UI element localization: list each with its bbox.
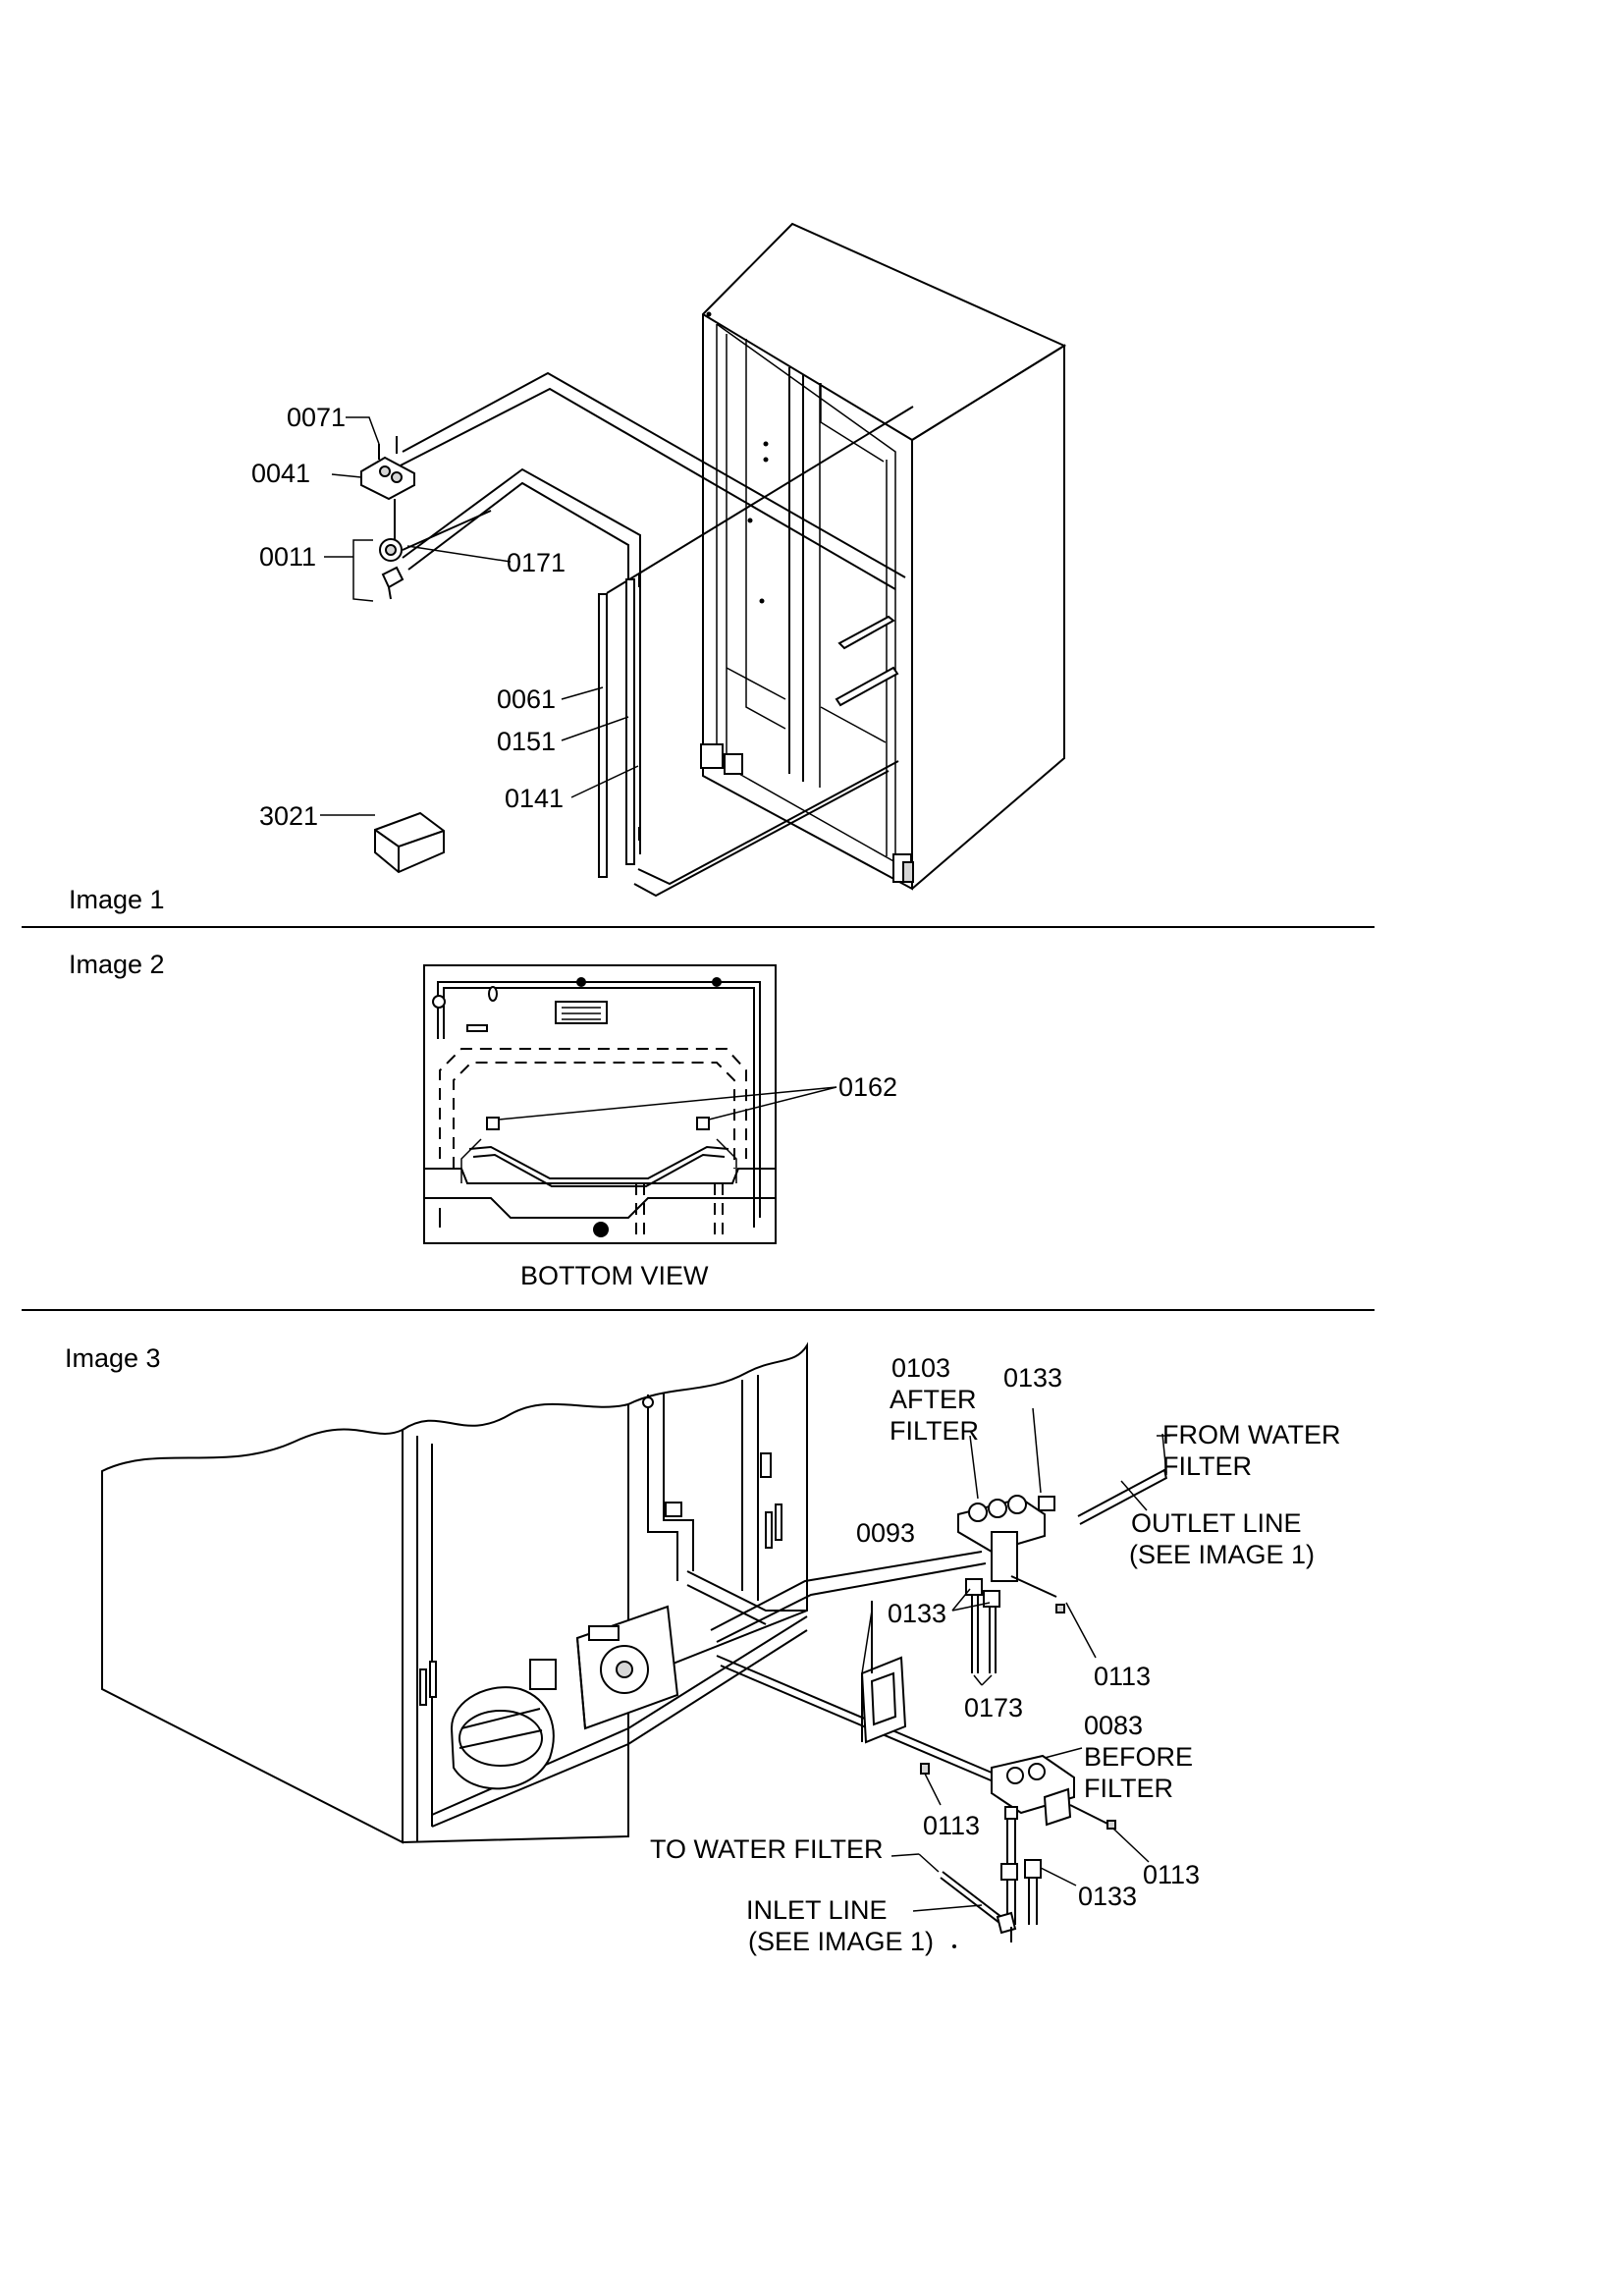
callout-3021: 3021 [259,801,318,831]
callout-0173: 0173 [964,1693,1023,1722]
part-3021-box [374,811,445,874]
callout-0151: 0151 [497,727,556,756]
valve-bracket-assembly [360,436,492,600]
label-before-filter-1: BEFORE [1084,1742,1193,1772]
label-to-water-filter: TO WATER FILTER [650,1834,884,1864]
water-tubing [392,371,914,898]
label-inlet-line-1: INLET LINE [746,1895,888,1925]
callout-0071: 0071 [287,403,346,432]
callout-0011: 0011 [259,542,316,572]
valve-0083-before-filter [940,1754,1116,1942]
label-outlet-line-2: (SEE IMAGE 1) [1129,1540,1315,1569]
cabinet-back-cutaway [101,1341,808,1844]
image3-leaders [861,1407,1170,1912]
bracket-0093 [860,1601,930,1775]
callout-0113-right: 0113 [1094,1662,1151,1691]
callout-0133-bottom: 0133 [1078,1882,1137,1911]
callout-0162: 0162 [838,1072,897,1102]
callout-0041: 0041 [251,459,310,488]
callout-0113-bottom-right: 0113 [1143,1860,1200,1889]
callout-0141: 0141 [505,784,564,813]
image3-water-lines [710,1468,1167,1783]
label-after-filter-1: AFTER [890,1385,977,1414]
callout-0133-mid: 0133 [888,1599,946,1628]
callout-0061: 0061 [497,684,556,714]
valve-0103-after-filter [957,1495,1065,1673]
callout-0133-top: 0133 [1003,1363,1062,1393]
bottom-view-caption: BOTTOM VIEW [520,1261,709,1290]
image2-drawing: Image 2 0162 [69,950,897,1290]
image1-leaders [320,416,639,816]
callout-0083: 0083 [1084,1711,1143,1740]
label-before-filter-2: FILTER [1084,1774,1173,1803]
callout-0113-bottom-left: 0113 [923,1811,980,1840]
label-from-water-filter-1: FROM WATER [1162,1420,1340,1449]
vertical-tubes [598,574,640,878]
image2-label: Image 2 [69,950,165,979]
image1-drawing: 0071 0041 0011 0171 0061 0151 0141 3021 … [69,222,1067,914]
callout-0103: 0103 [891,1353,950,1383]
callout-0093: 0093 [856,1518,915,1548]
callout-0171: 0171 [507,548,566,577]
label-after-filter-2: FILTER [890,1416,979,1446]
image3-drawing: Image 3 [65,1341,1340,1956]
label-inlet-line-2: (SEE IMAGE 1) [748,1927,934,1956]
label-from-water-filter-2: FILTER [1162,1451,1252,1481]
refrigerator-cabinet [700,222,1067,891]
image3-label: Image 3 [65,1343,161,1373]
image1-label: Image 1 [69,885,165,914]
label-outlet-line-1: OUTLET LINE [1131,1508,1302,1538]
